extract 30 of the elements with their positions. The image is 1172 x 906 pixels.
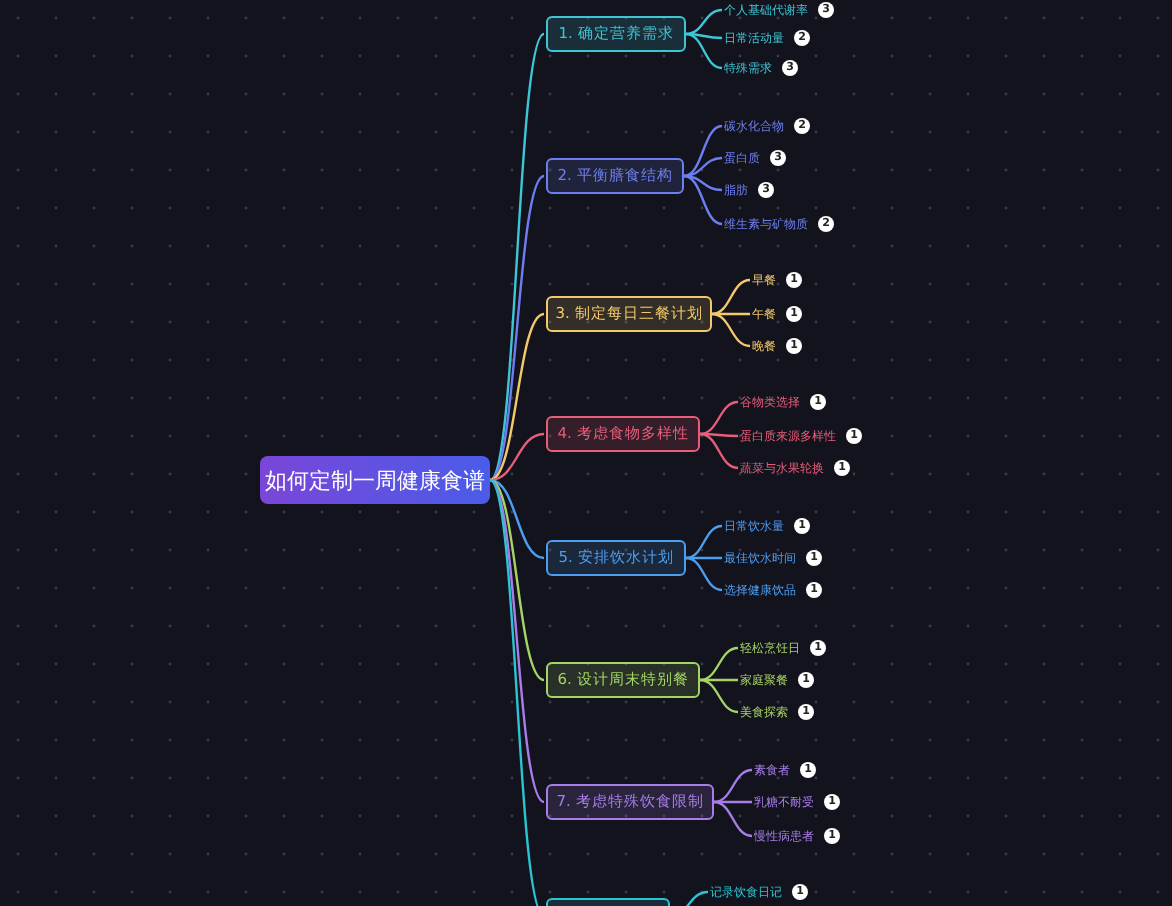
- connector-line: [685, 8, 723, 36]
- connector-line: [714, 800, 752, 804]
- connector-line: [683, 156, 723, 178]
- connector-line: [489, 479, 545, 681]
- connector-line: [489, 432, 545, 482]
- connector-line: [489, 479, 545, 803]
- connector-line: [700, 678, 738, 682]
- connector-line: [489, 312, 545, 482]
- connector-line: [489, 478, 545, 560]
- connector-line: [489, 175, 545, 481]
- connector-line: [686, 556, 722, 560]
- central-topic-box: 如何定制一周健康食谱: [260, 456, 490, 504]
- connector-line: [713, 768, 753, 804]
- connector-line: [713, 800, 753, 838]
- connector-line: [711, 278, 751, 316]
- connector-line: [683, 174, 723, 192]
- connector-line: [700, 432, 738, 438]
- connector-line: [685, 556, 723, 592]
- connector-line: [489, 33, 545, 481]
- connector-line: [699, 400, 739, 436]
- connector-line: [685, 524, 723, 560]
- connector-line: [685, 32, 723, 40]
- connector-line: [683, 174, 723, 226]
- connector-line: [699, 646, 739, 682]
- connector-line: [699, 678, 739, 714]
- connector-line: [683, 124, 723, 178]
- connector-line: [712, 312, 750, 316]
- connector-line: [711, 312, 751, 348]
- connector-line: [685, 32, 723, 70]
- connector-line: [699, 432, 739, 470]
